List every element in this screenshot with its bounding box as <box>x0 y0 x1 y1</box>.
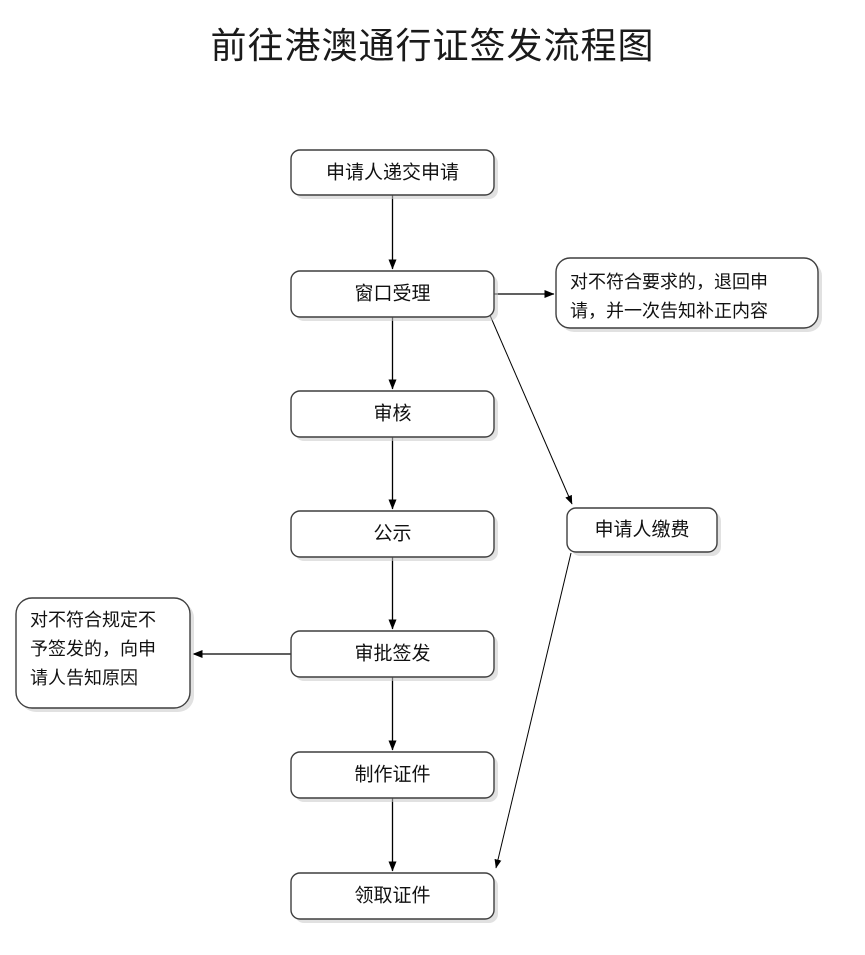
node-approve-issue-box <box>290 630 495 678</box>
node-publicize[interactable]: 公示 <box>290 510 498 561</box>
node-approve-issue[interactable]: 审批签发 <box>290 630 498 681</box>
note-deny-line1: 对不符合规定不 <box>30 610 156 630</box>
edge-window-to-payment <box>488 312 573 505</box>
note-reject[interactable]: 对不符合要求的，退回申 请，并一次告知补正内容 <box>555 257 822 332</box>
node-review-label: 审核 <box>373 403 411 425</box>
node-collect-doc[interactable]: 领取证件 <box>290 872 498 923</box>
note-deny-line3: 请人告知原因 <box>30 668 138 688</box>
node-submit-label: 申请人递交申请 <box>326 162 459 184</box>
node-window-accept-label: 窗口受理 <box>354 283 430 305</box>
note-deny-box <box>15 597 191 709</box>
node-submit[interactable]: 申请人递交申请 <box>290 149 498 199</box>
node-window-accept-box <box>290 270 495 318</box>
node-make-doc[interactable]: 制作证件 <box>290 751 498 802</box>
node-payment-label: 申请人缴费 <box>594 519 689 541</box>
edge-group <box>192 195 573 872</box>
node-review[interactable]: 审核 <box>290 390 498 441</box>
edge-payment-to-collect <box>494 552 572 869</box>
node-window-accept[interactable]: 窗口受理 <box>290 270 498 321</box>
note-reject-line2: 请，并一次告知补正内容 <box>570 301 768 321</box>
node-publicize-label: 公示 <box>373 524 411 545</box>
node-collect-doc-box <box>290 872 495 920</box>
node-collect-doc-label: 领取证件 <box>354 885 430 907</box>
node-review-box <box>290 390 495 438</box>
note-deny-line2: 予签发的，向申 <box>30 639 156 659</box>
note-reject-box <box>555 257 819 329</box>
node-payment-box <box>566 507 718 553</box>
node-group: 申请人递交申请 窗口受理 审核 公示 <box>15 149 822 923</box>
page-title: 前往港澳通行证签发流程图 <box>210 25 655 66</box>
node-payment[interactable]: 申请人缴费 <box>566 507 721 556</box>
node-publicize-box <box>290 510 495 558</box>
note-reject-line1: 对不符合要求的，退回申 <box>570 272 768 292</box>
node-approve-issue-label: 审批签发 <box>354 643 430 665</box>
node-make-doc-label: 制作证件 <box>354 764 430 786</box>
note-deny[interactable]: 对不符合规定不 予签发的，向申 请人告知原因 <box>15 597 194 712</box>
node-make-doc-box <box>290 751 495 799</box>
node-submit-box <box>290 149 495 196</box>
